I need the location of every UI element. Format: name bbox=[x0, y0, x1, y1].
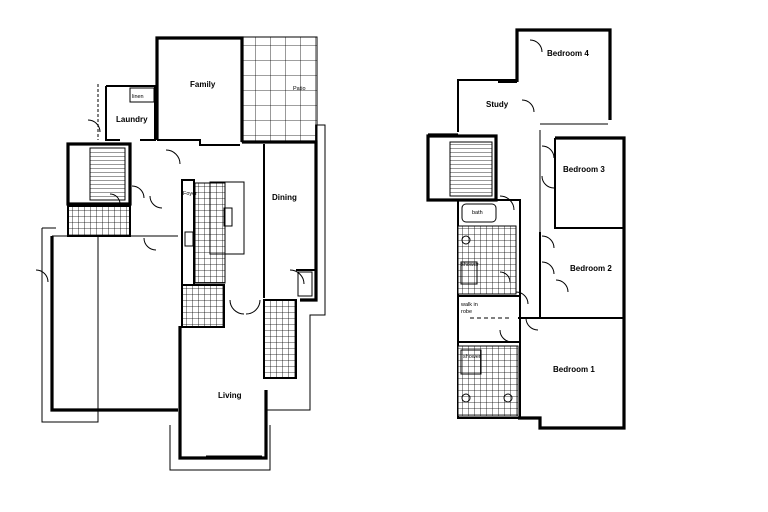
room-label-living: Living bbox=[218, 391, 242, 400]
room-label-dining: Dining bbox=[272, 193, 297, 202]
wc-tiles bbox=[67, 205, 131, 237]
ground-floor-plan: Family Patio Laundry linen Foyer Dining … bbox=[35, 36, 326, 471]
room-label-family: Family bbox=[190, 80, 216, 89]
room-label-bath: bath bbox=[472, 210, 483, 216]
bathroom-tiles bbox=[457, 225, 517, 295]
room-label-walk-in-robe: walk in robe bbox=[460, 302, 479, 315]
room-label-laundry: Laundry bbox=[116, 115, 148, 124]
room-label-linen: linen bbox=[132, 94, 144, 100]
room-label-shower: shower bbox=[461, 262, 479, 268]
room-label-shower-ensuite: shower bbox=[463, 354, 481, 360]
ensuite-tiles bbox=[457, 345, 519, 417]
patio-area bbox=[241, 36, 318, 143]
upper-stairs bbox=[449, 141, 493, 197]
walk-in-robe-line2: robe bbox=[461, 309, 472, 315]
ground-stairs bbox=[89, 147, 126, 201]
room-label-foyer: Foyer bbox=[183, 191, 197, 197]
room-label-study: Study bbox=[486, 100, 509, 109]
room-label-bedroom2: Bedroom 2 bbox=[570, 264, 612, 273]
room-label-bedroom4: Bedroom 4 bbox=[547, 49, 589, 58]
utility-tiles bbox=[181, 284, 225, 328]
room-label-patio: Patio bbox=[293, 86, 306, 92]
room-label-bedroom1: Bedroom 1 bbox=[553, 365, 595, 374]
upper-floor-plan: Bedroom 4 Study Bedroom 3 Bedroom 2 Bedr… bbox=[426, 28, 626, 430]
walk-in-robe-line1: walk in bbox=[460, 302, 478, 308]
room-label-bedroom3: Bedroom 3 bbox=[563, 165, 605, 174]
landing-tiles bbox=[263, 299, 297, 379]
